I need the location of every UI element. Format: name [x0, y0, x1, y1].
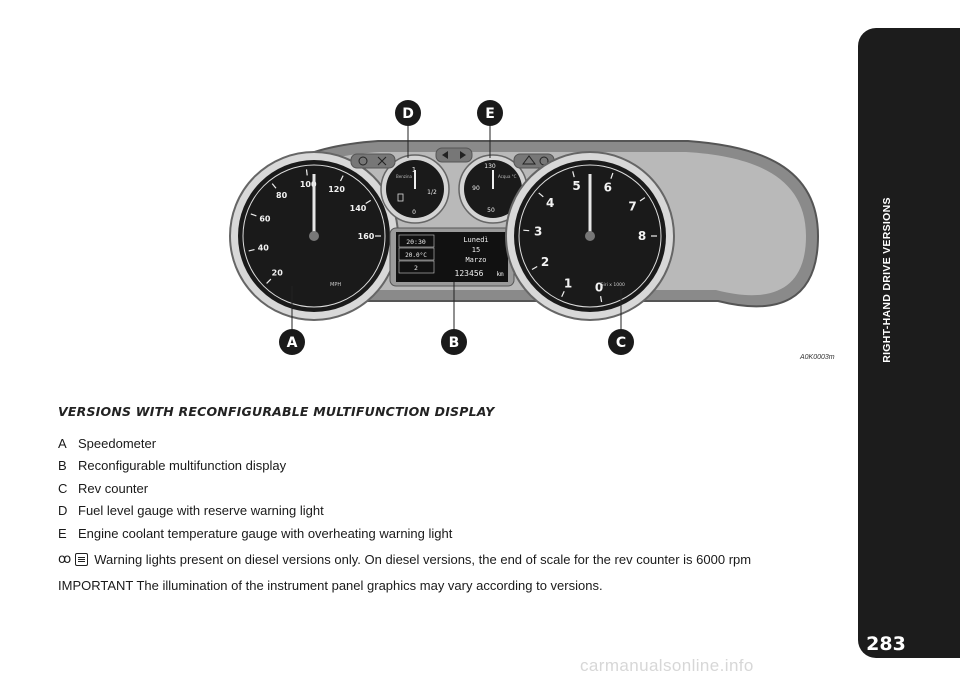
legend-key: C [58, 480, 68, 496]
rev-tick-label: 2 [541, 255, 549, 269]
display-gear: 2 [414, 264, 418, 272]
particulate-filter-icon [75, 553, 89, 566]
rev-tick-label: 5 [572, 179, 580, 193]
display-odometer-unit: km [496, 271, 504, 278]
speedo-tick-label: 120 [328, 185, 345, 194]
rev-tick-mark [531, 265, 538, 271]
warning-lights-left [350, 153, 396, 169]
speedo-tick-mark [365, 199, 372, 205]
rev-tick-label: 7 [628, 199, 636, 213]
rev-tick-mark [523, 229, 530, 232]
rev-unit: Giri x 1000 [600, 282, 625, 288]
temp-label-mid: 90 [472, 185, 480, 192]
rev-tick-label: 8 [638, 229, 646, 243]
figure-code: A0K0003m [800, 354, 835, 361]
callout-c: C [608, 329, 634, 355]
rev-tick-label: 4 [546, 196, 554, 210]
rev-tick-mark [538, 192, 544, 198]
display-temperature: 20.0°C [405, 252, 427, 259]
legend-item: A Speedometer [58, 432, 452, 455]
rev-tick-mark [572, 171, 575, 178]
legend-text: Rev counter [78, 480, 149, 496]
speedo-tick-label: 100 [300, 180, 317, 189]
callout-lines [291, 126, 622, 336]
side-tab [858, 28, 960, 658]
temp-title: Acqua °C [498, 174, 517, 179]
svg-text:A: A [287, 335, 298, 351]
speedo-tick-mark [250, 213, 257, 217]
fuel-title: Benzina [396, 174, 412, 179]
speedo-tick-mark [305, 169, 308, 176]
legend-key: A [58, 435, 67, 451]
temp-label-high: 130 [484, 163, 496, 170]
callout-b: B [441, 329, 467, 355]
rev-tick-label: 0 [595, 280, 603, 294]
speedo-tick-label: 160 [358, 232, 375, 241]
rev-counter: 0 1 2 3 4 5 6 7 8 Giri x 1000 [505, 151, 675, 321]
fuel-pump-icon [397, 193, 404, 202]
legend-key: D [58, 503, 68, 519]
side-tab-label: RIGHT-HAND DRIVE VERSIONS [881, 197, 894, 363]
legend-item: D Fuel level gauge with reserve warning l… [58, 500, 452, 523]
fuel-gauge: 1 1/2 0 Benzina [380, 154, 450, 224]
watermark: carmanualsonline.info [580, 656, 754, 675]
speedo-tick-mark [248, 249, 255, 252]
legend-text: Fuel level gauge with reserve warning li… [78, 503, 324, 519]
legend-item: B Reconfigurable multifunction display [58, 455, 452, 478]
legend-text: Reconfigurable multifunction display [78, 458, 287, 474]
svg-text:D: D [402, 106, 414, 122]
page-number: 283 [866, 633, 906, 655]
rev-tick-mark [561, 291, 565, 297]
display-odometer: 123456 [455, 269, 484, 278]
display-date: 15 [472, 246, 480, 254]
fuel-label-half: 1/2 [427, 189, 437, 196]
legend-list: A Speedometer B Reconfigurable multifuncti… [58, 432, 452, 545]
display-time: 20:30 [406, 238, 426, 246]
svg-text:B: B [449, 335, 460, 351]
important-note: IMPORTANT The illumination of the instru… [58, 578, 603, 593]
speedo-tick-label: 40 [258, 243, 270, 252]
svg-text:C: C [616, 335, 626, 351]
speedo-tick-mark [271, 183, 277, 189]
fuel-label-empty: 0 [412, 209, 416, 216]
speedo-tick-label: 60 [259, 215, 271, 224]
speedo-tick-label: 20 [272, 269, 284, 278]
callout-d: D [395, 100, 421, 126]
diesel-note-text: Warning lights present on diesel version… [94, 552, 752, 567]
speedo-tick-label: 140 [350, 204, 367, 213]
legend-item: C Rev counter [58, 477, 452, 500]
display-month: Marzo [465, 256, 486, 264]
temperature-gauge: 130 90 50 Acqua °C [458, 154, 528, 224]
legend-text: Engine coolant temperature gauge with ov… [78, 525, 453, 541]
speedo-tick-mark [266, 278, 272, 284]
svg-text:E: E [485, 106, 495, 122]
diesel-note: ꝏ Warning lights present on diesel versi… [58, 552, 751, 567]
legend-text: Speedometer [78, 435, 157, 451]
speedo-tick-label: 80 [276, 191, 288, 200]
legend-key: E [58, 525, 67, 541]
speedometer: 20 40 60 80 100 120 140 160 MPH [229, 151, 399, 321]
rev-tick-mark [610, 172, 614, 179]
rev-tick-label: 3 [534, 225, 542, 239]
rev-tick-label: 1 [564, 276, 572, 290]
multifunction-display: 20:30 20.0°C 2 Lunedì 15 Marzo 123456 km [389, 227, 515, 287]
legend-item: E Engine coolant temperature gauge with o… [58, 522, 452, 545]
display-day: Lunedì [463, 236, 488, 244]
callout-a: A [279, 329, 305, 355]
section-heading: VERSIONS WITH RECONFIGURABLE MULTIFUNCTI… [58, 404, 495, 419]
glow-plug-icon: ꝏ [58, 552, 72, 567]
temp-label-low: 50 [487, 207, 495, 214]
warning-lights-center [435, 147, 473, 163]
legend-key: B [58, 458, 67, 474]
callout-e: E [477, 100, 503, 126]
speedo-unit: MPH [330, 282, 341, 288]
rev-tick-mark [639, 197, 646, 202]
rev-tick-mark [600, 295, 603, 303]
rev-tick-label: 6 [604, 180, 612, 194]
side-tab-label-wrap: RIGHT-HAND DRIVE VERSIONS [878, 90, 896, 470]
speedo-tick-mark [339, 175, 344, 182]
